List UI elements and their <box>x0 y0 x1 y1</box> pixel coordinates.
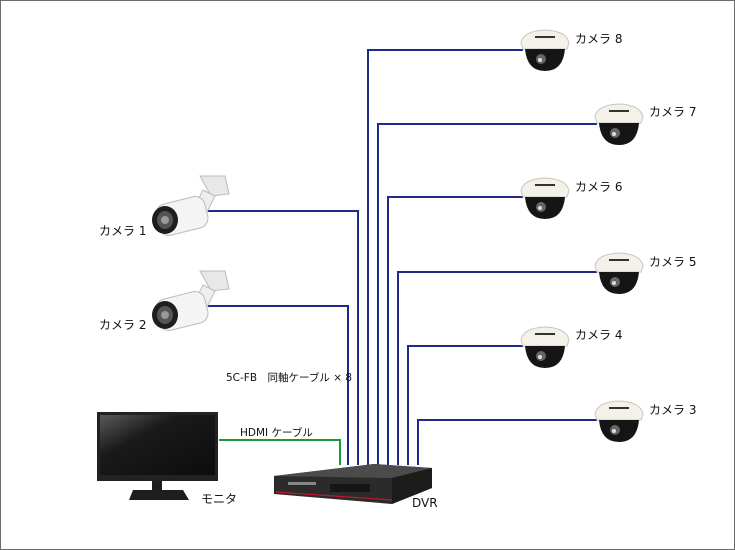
camera-7-label: カメラ 7 <box>649 105 697 119</box>
dome-camera-7-icon <box>593 101 645 147</box>
dome-camera-6-icon <box>519 175 571 221</box>
camera-2-label: カメラ 2 <box>99 318 147 332</box>
dome-camera-5-icon <box>593 250 645 296</box>
coax-cable-camera-8 <box>367 49 523 465</box>
camera-8-label: カメラ 8 <box>575 32 623 46</box>
dvr-label: DVR <box>412 496 438 510</box>
camera-4-label: カメラ 4 <box>575 328 623 342</box>
hdmi-cable-label: HDMI ケーブル <box>240 427 313 439</box>
bullet-camera-2-icon <box>145 267 235 337</box>
bullet-camera-1-icon <box>145 172 235 242</box>
monitor-icon <box>97 412 219 504</box>
dvr-icon <box>274 458 434 508</box>
hdmi-cable <box>219 439 341 465</box>
monitor-label: モニタ <box>201 492 238 506</box>
dome-camera-8-icon <box>519 27 571 73</box>
coax-cable-camera-6 <box>387 196 523 465</box>
dome-camera-4-icon <box>519 324 571 370</box>
camera-6-label: カメラ 6 <box>575 180 623 194</box>
coax-cable-camera-5 <box>397 271 597 465</box>
coax-cable-camera-3 <box>417 419 597 465</box>
camera-5-label: カメラ 5 <box>649 255 697 269</box>
camera-3-label: カメラ 3 <box>649 403 697 417</box>
camera-1-label: カメラ 1 <box>99 224 147 238</box>
coax-cable-camera-4 <box>407 345 523 465</box>
dome-camera-3-icon <box>593 398 645 444</box>
coax-cable-camera-7 <box>377 123 597 465</box>
coax-cable-camera-2 <box>208 305 349 465</box>
coax-cable-label: 5C-FB 同軸ケーブル × 8 <box>226 372 353 384</box>
coax-cable-camera-1 <box>208 210 359 465</box>
